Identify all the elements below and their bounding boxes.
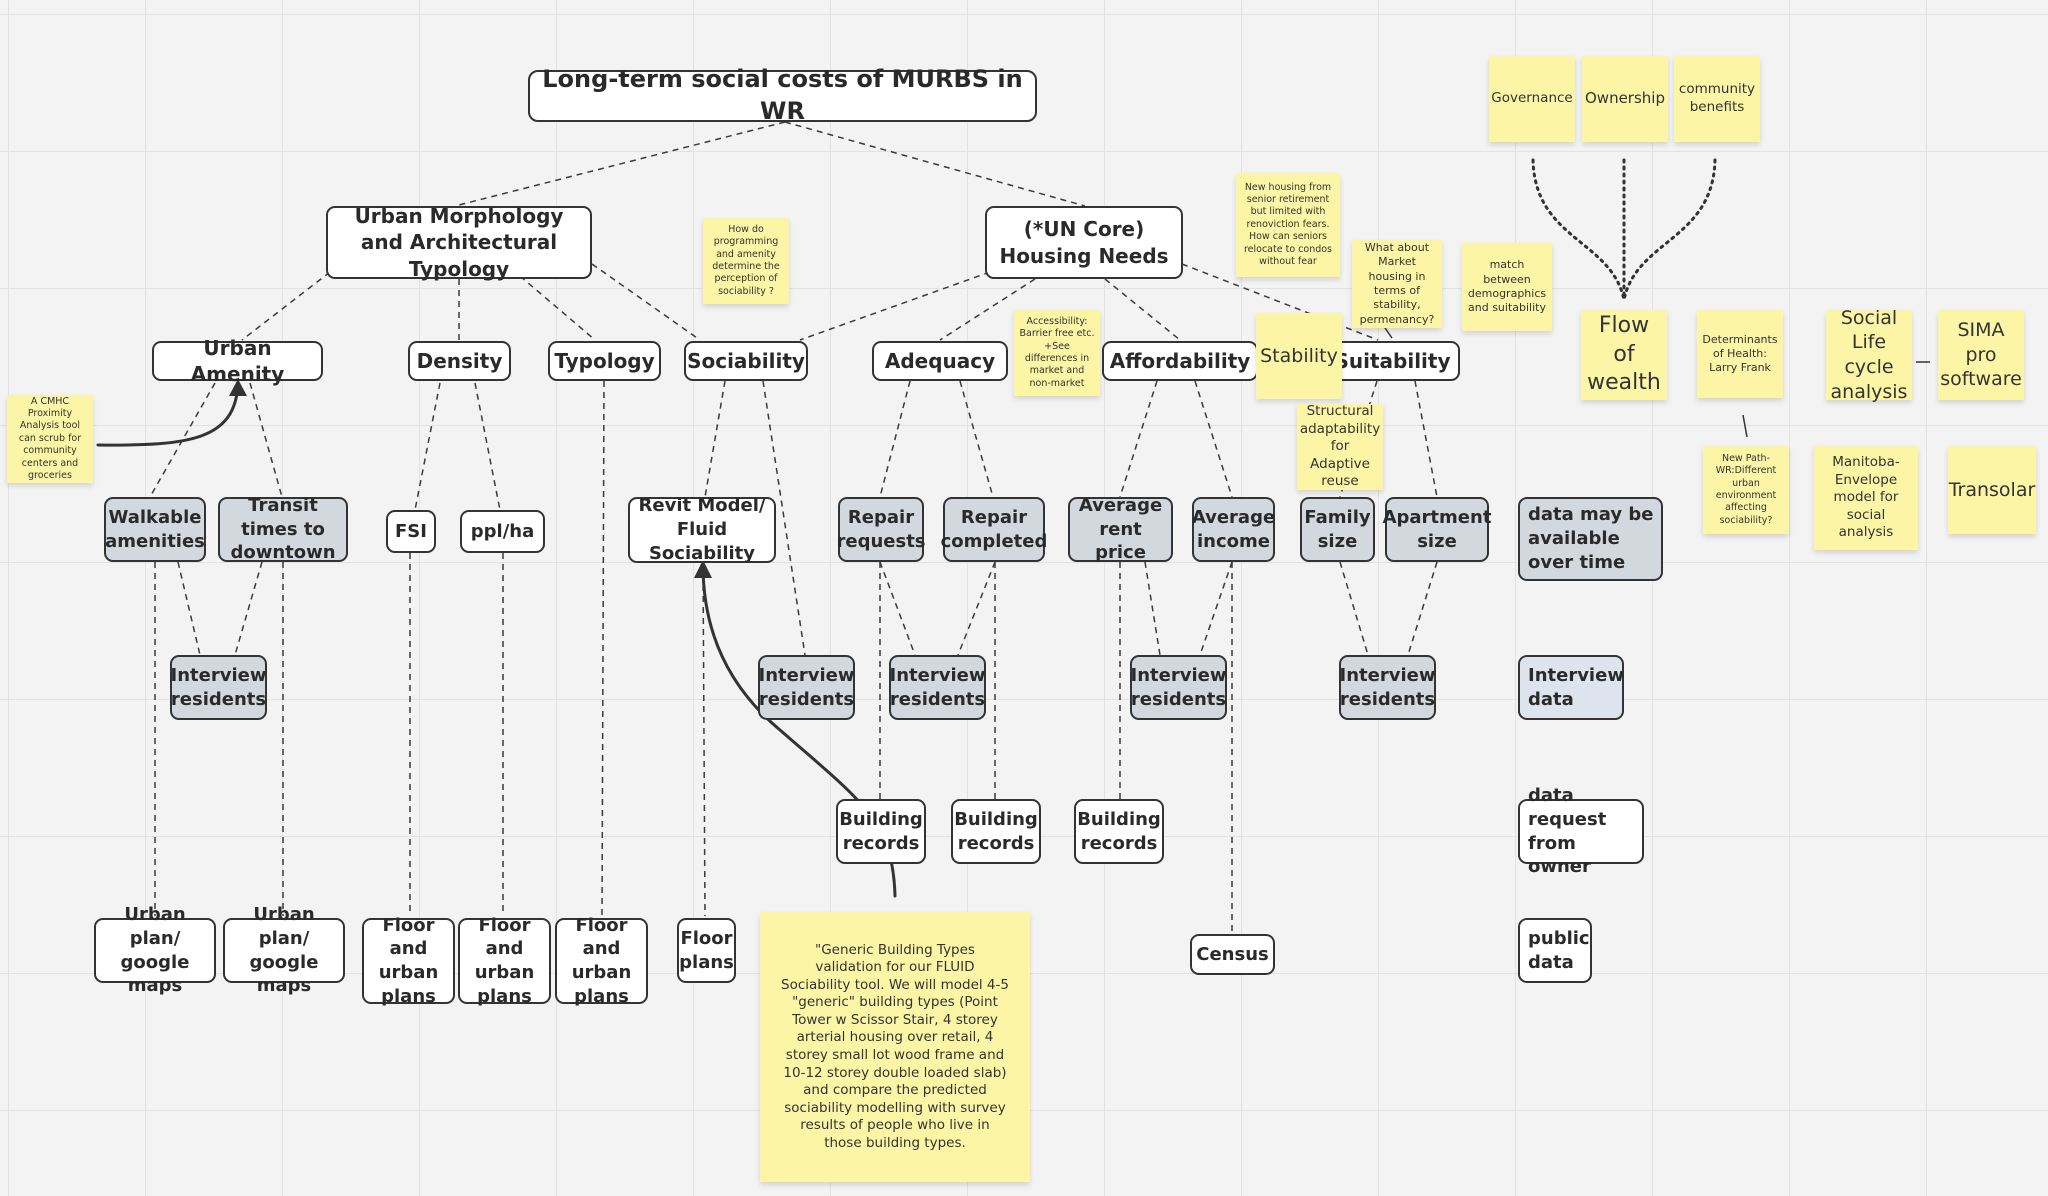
link-housing-sociability xyxy=(799,271,991,341)
sticky-stability[interactable]: Stability xyxy=(1256,313,1342,399)
branch-urban-morphology[interactable]: Urban Morphology and Architectural Typol… xyxy=(326,204,592,281)
indicator-repair-completed[interactable]: Repair completed xyxy=(941,497,1047,562)
sticky-structural-adaptability[interactable]: Structural adaptability for Adaptive reu… xyxy=(1297,403,1383,490)
category-sociability[interactable]: Sociability xyxy=(684,341,808,381)
source-public-data[interactable]: public data xyxy=(1518,918,1592,983)
method-data-request-owner[interactable]: data request from owner xyxy=(1518,785,1644,877)
sticky-governance[interactable]: Governance xyxy=(1489,56,1575,142)
sticky-accessibility[interactable]: Accessibility: Barrier free etc. +See di… xyxy=(1014,310,1100,396)
indicator-ppl-ha[interactable]: ppl/ha xyxy=(460,510,545,553)
sticky-ownership[interactable]: Ownership xyxy=(1582,56,1668,142)
method-building-records-completed[interactable]: Building records xyxy=(951,799,1041,864)
sticky-social-lca[interactable]: Social Life cycle analysis xyxy=(1826,307,1912,403)
sticky-market-housing[interactable]: What about Market housing in terms of st… xyxy=(1352,240,1442,328)
method-building-records-rent[interactable]: Building records xyxy=(1074,799,1164,864)
method-building-records-requests[interactable]: Building records xyxy=(836,799,926,864)
method-interview-residents-suitability[interactable]: Interview residents xyxy=(1339,655,1436,720)
indicator-revit-model[interactable]: Revit Model/ Fluid Sociability xyxy=(628,495,776,564)
link-morph-sociability xyxy=(591,263,701,341)
source-floor-urban-plans-3[interactable]: Floor and urban plans xyxy=(555,915,648,1007)
source-urban-plan-2[interactable]: Urban plan/ google maps xyxy=(223,904,345,996)
indicator-average-rent[interactable]: Average rent price xyxy=(1068,495,1173,563)
method-interview-residents-sociability[interactable]: Interview residents xyxy=(758,655,855,720)
link-title-morphology xyxy=(454,121,786,207)
category-suitability[interactable]: Suitability xyxy=(1325,341,1460,381)
category-urban-amenity[interactable]: Urban Amenity xyxy=(152,336,323,386)
sticky-transolar[interactable]: Transolar xyxy=(1948,446,2036,534)
sticky-programming-amenity[interactable]: How do programming and amenity determine… xyxy=(703,218,789,304)
method-interview-residents-adequacy[interactable]: Interview residents xyxy=(889,655,986,720)
link-title-housing xyxy=(784,121,1086,207)
arrow-cmhc-to-amenity xyxy=(96,382,240,447)
sticky-flow-of-wealth[interactable]: Flow of wealth xyxy=(1581,310,1667,400)
indicator-apartment-size[interactable]: Apartment size xyxy=(1383,497,1491,562)
link-housing-affordability xyxy=(1104,278,1181,341)
indicator-average-income[interactable]: Average income xyxy=(1192,497,1275,562)
link-morph-typology xyxy=(519,275,596,341)
source-census[interactable]: Census xyxy=(1190,934,1275,975)
method-interview-residents-affordability[interactable]: Interview residents xyxy=(1130,655,1227,720)
curve-community-flow xyxy=(1622,158,1717,302)
indicator-data-over-time[interactable]: data may be available over time xyxy=(1518,497,1663,581)
method-interview-residents-amenity[interactable]: Interview residents xyxy=(170,655,267,720)
indicator-fsi[interactable]: FSI xyxy=(386,510,436,553)
sticky-determinants-of-health[interactable]: Determinants of Health: Larry Frank xyxy=(1697,310,1783,398)
indicator-repair-requests[interactable]: Repair requests xyxy=(837,497,926,562)
sticky-new-path[interactable]: New Path- WR:Different urban environment… xyxy=(1703,446,1789,534)
sticky-manitoba-envelope[interactable]: Manitoba- Envelope model for social anal… xyxy=(1814,446,1918,550)
source-floor-plans[interactable]: Floor plans xyxy=(677,918,736,983)
diagram-title[interactable]: Long-term social costs of MURBS in WR xyxy=(528,65,1037,125)
indicator-transit-times[interactable]: Transit times to downtown xyxy=(218,495,348,563)
branch-housing-needs[interactable]: (*UN Core) Housing Needs xyxy=(985,206,1183,279)
category-affordability[interactable]: Affordability xyxy=(1102,341,1258,381)
category-density[interactable]: Density xyxy=(408,341,511,381)
category-typology[interactable]: Typology xyxy=(548,341,661,381)
method-interview-data[interactable]: Interview data xyxy=(1518,655,1624,720)
source-floor-urban-plans-1[interactable]: Floor and urban plans xyxy=(362,915,455,1007)
sticky-cmhc-tool[interactable]: A CMHC Proximity Analysis tool can scrub… xyxy=(7,395,93,483)
indicator-family-size[interactable]: Family size xyxy=(1300,497,1375,562)
category-adequacy[interactable]: Adequacy xyxy=(872,341,1008,381)
source-floor-urban-plans-2[interactable]: Floor and urban plans xyxy=(458,915,551,1007)
sticky-generic-building-types[interactable]: "Generic Building Types validation for o… xyxy=(760,912,1030,1182)
sticky-senior-housing[interactable]: New housing from senior retirement but l… xyxy=(1236,173,1340,277)
sticky-sima-pro[interactable]: SIMA pro software xyxy=(1938,310,2024,400)
indicator-walkable-amenities[interactable]: Walkable amenities xyxy=(104,497,206,562)
sticky-match-demographics[interactable]: match between demographics and suitabili… xyxy=(1462,243,1552,331)
sticky-community-benefits[interactable]: community benefits xyxy=(1674,56,1760,142)
source-urban-plan-1[interactable]: Urban plan/ google maps xyxy=(94,904,216,996)
link-morph-amenity xyxy=(241,271,331,341)
